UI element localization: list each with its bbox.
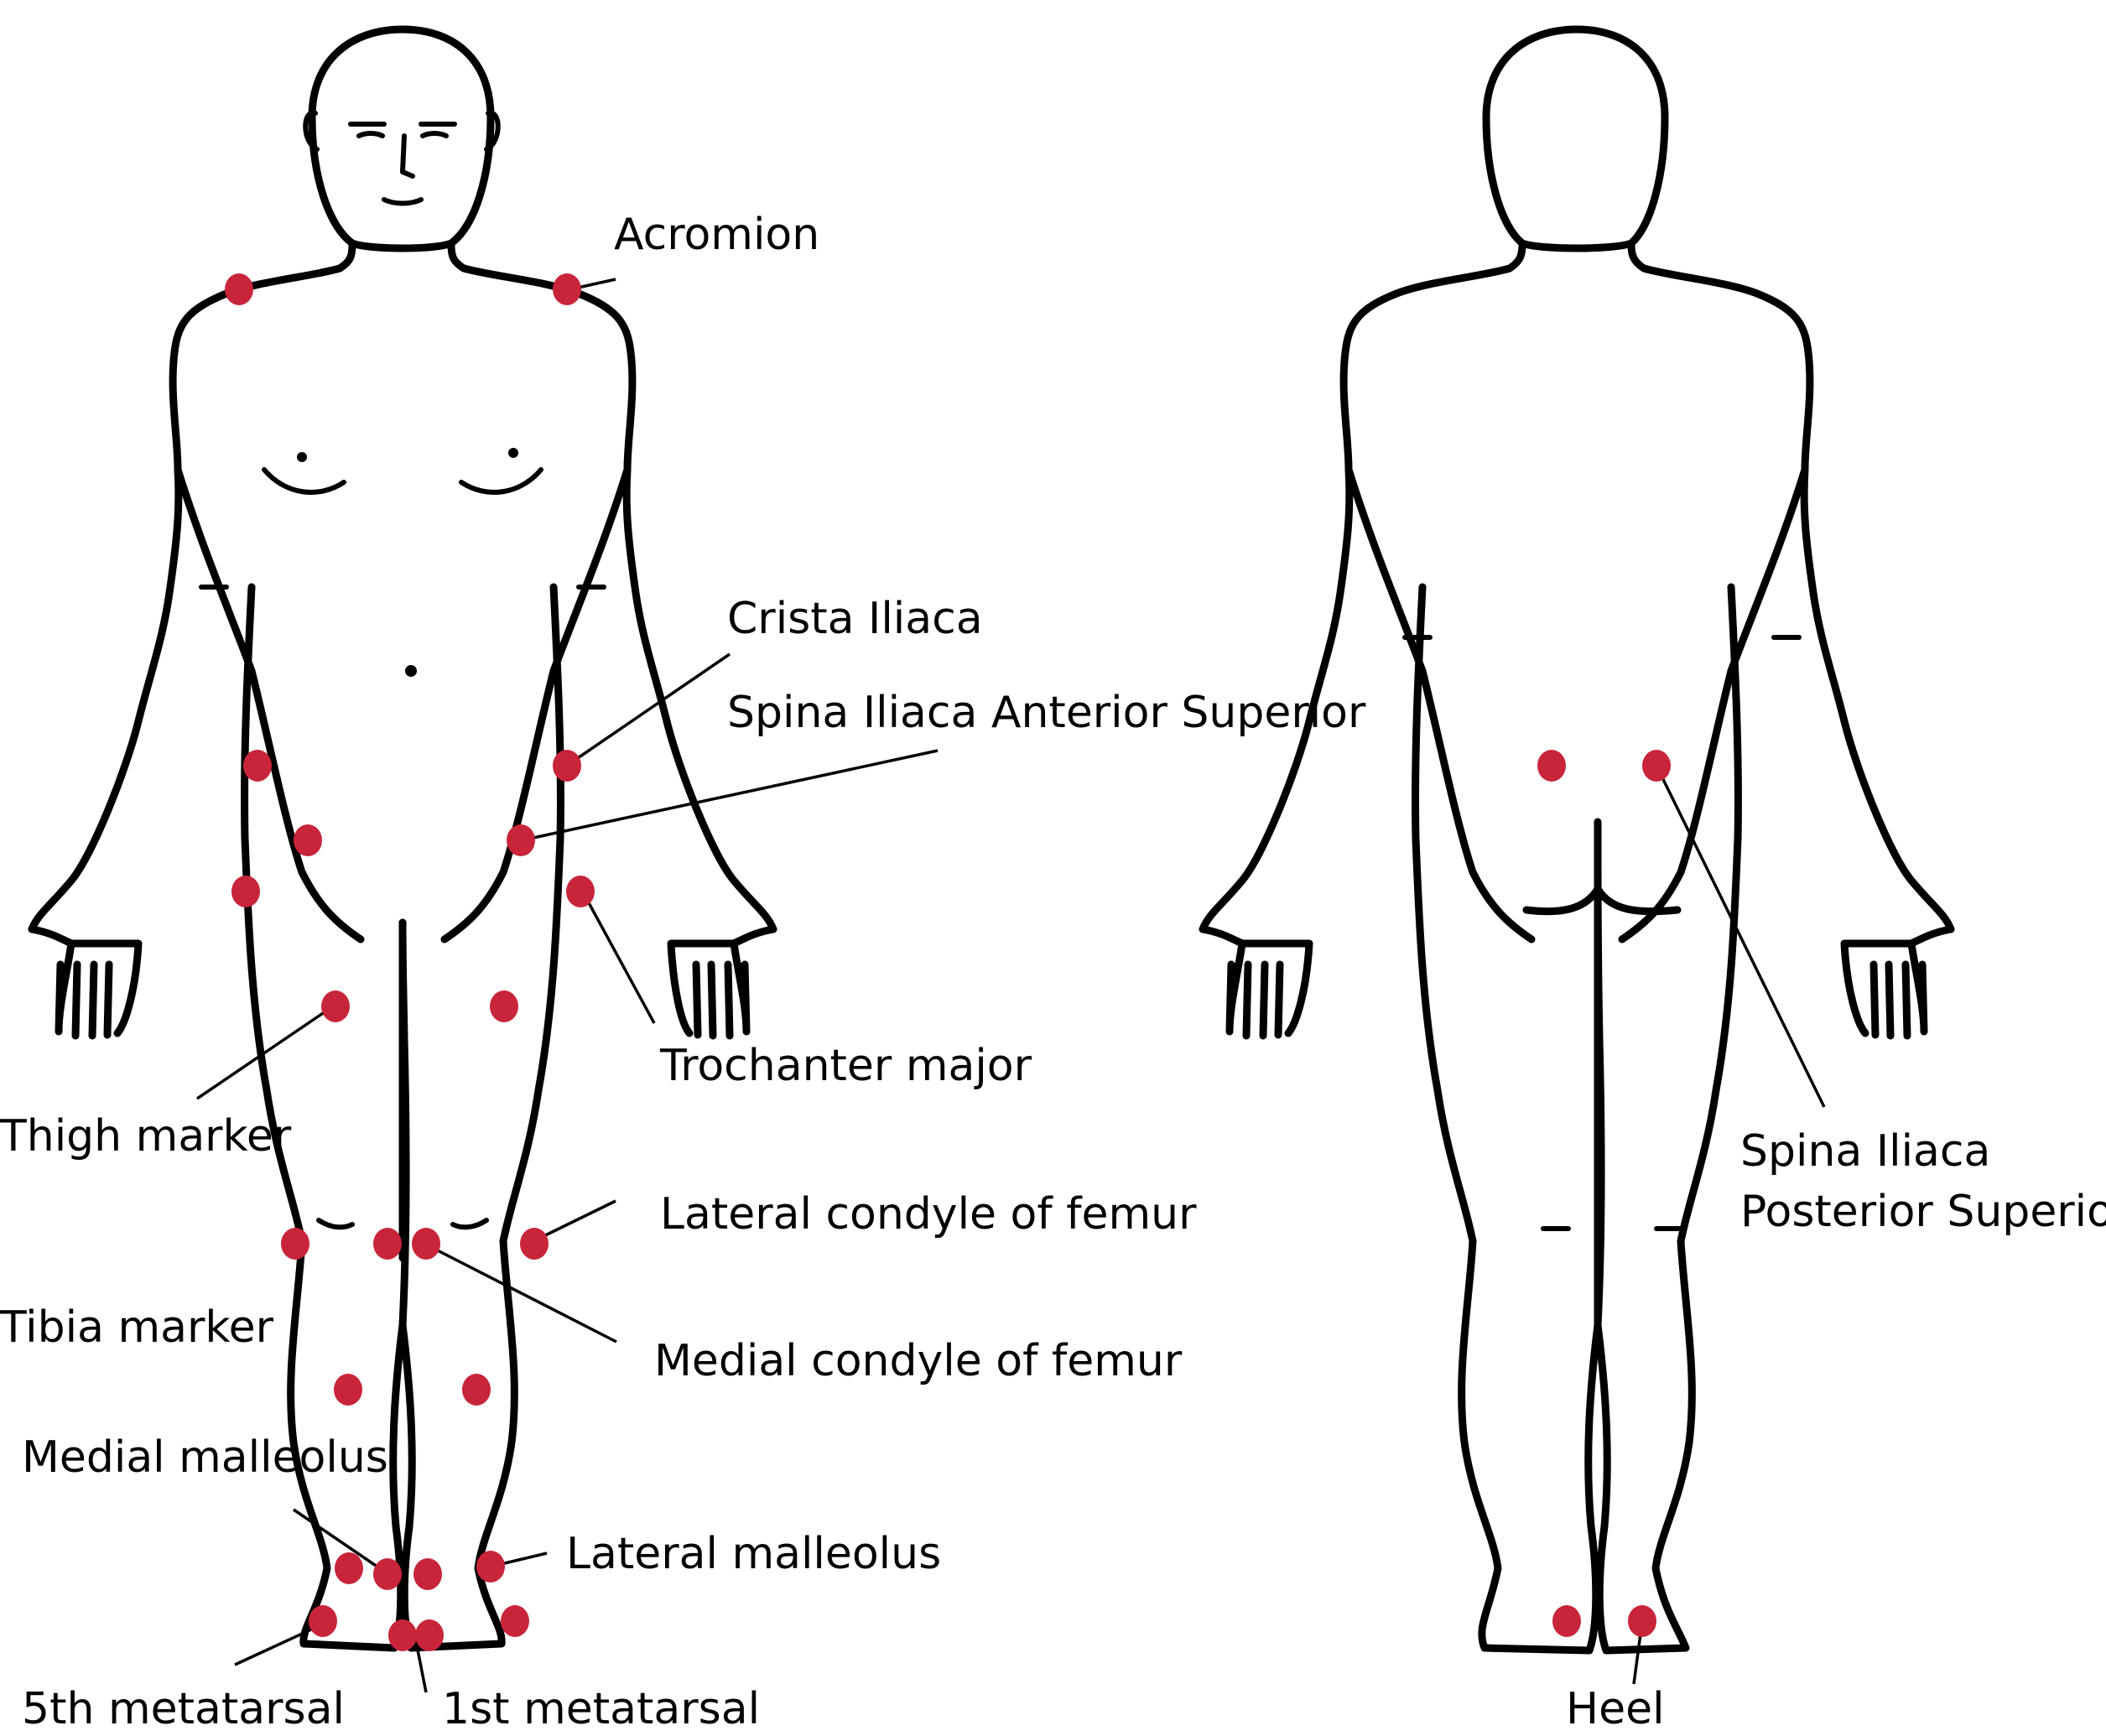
marker-lateral-malleolus-left [335,1552,363,1584]
marker-medial-condyle-left [373,1228,402,1260]
label-acromion: Acromion [614,210,819,260]
marker-trochanter-left [231,876,260,907]
marker-medial-condyle-right [412,1228,440,1260]
label-spina-iliaca-posterior-superior-2: Posterior Superior [1740,1187,2106,1237]
front-face [348,122,457,206]
marker-heel-right [1628,1605,1656,1637]
marker-psis-left [1537,750,1566,782]
labels: Acromion Crista Iliaca Spina Iliaca Ante… [0,210,2106,1734]
front-head [308,25,495,252]
marker-trochanter-right [566,876,595,907]
marker-lateral-malleolus-right [476,1551,505,1583]
marker-thigh-left [321,990,350,1022]
front-torso [28,241,777,933]
label-crista-iliaca: Crista Iliaca [727,594,983,644]
back-torso [1199,241,1955,933]
label-lateral-condyle-of-femur: Lateral condyle of femur [660,1189,1197,1240]
marker-fifth-metatarsal-left [309,1605,337,1637]
label-spina-iliaca-posterior-superior-1: Spina Iliaca [1740,1126,1990,1177]
marker-tibia-left [334,1374,362,1406]
back-legs [1412,583,1742,1655]
marker-heel-left [1552,1605,1581,1637]
marker-first-metatarsal-right [415,1619,444,1651]
label-lateral-malleolus: Lateral malleolus [566,1529,941,1579]
back-figure [1199,25,1955,1655]
markers [225,273,1671,1651]
front-right-hand [667,925,777,1040]
back-head [1482,25,1669,252]
marker-acromion-right [553,273,581,305]
leader-lines [196,278,1826,1693]
label-medial-malleolus: Medial malleolus [22,1432,388,1483]
marker-lateral-condyle-right [520,1228,549,1260]
label-heel: Heel [1566,1684,1665,1734]
marker-tibia-right [462,1374,491,1406]
front-figure [28,25,777,1652]
marker-sias-right [507,824,535,856]
marker-crista-iliaca-left [243,750,272,782]
marker-acromion-left [225,273,253,305]
label-thigh-marker: Thigh marker [0,1111,292,1162]
marker-lateral-condyle-left [281,1228,309,1260]
marker-sias-left [294,824,322,856]
marker-medial-malleolus-right [413,1558,442,1590]
label-medial-condyle-of-femur: Medial condyle of femur [654,1336,1183,1386]
marker-psis-right [1642,750,1671,782]
front-left-hand [28,925,143,1040]
marker-first-metatarsal-left [388,1619,417,1651]
marker-crista-iliaca-right [553,750,581,782]
marker-thigh-right [490,990,518,1022]
label-spina-iliaca-anterior-superior: Spina Iliaca Anterior Superior [727,688,1366,738]
label-5th-metatarsal: 5th metatarsal [22,1684,345,1734]
label-1st-metatarsal: 1st metatarsal [442,1684,760,1734]
label-trochanter-major: Trochanter major [659,1041,1032,1091]
marker-medial-malleolus-left [373,1558,402,1590]
label-tibia-marker: Tibia marker [0,1302,274,1353]
marker-fifth-metatarsal-right [501,1605,529,1637]
